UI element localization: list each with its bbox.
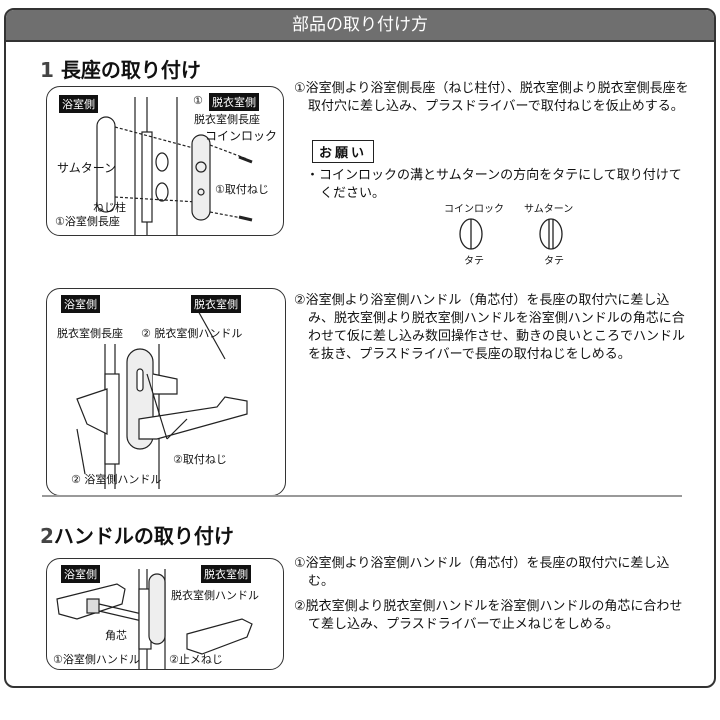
handle-illustration [76,308,248,489]
dressing-side-tag: 脱衣室側 [201,565,251,583]
dressing-handle-label: ② 脱衣室側ハンドル [141,327,243,340]
step-1-2-text: ②浴室側より浴室側ハンドル（角芯付）を長座の取付穴に差し込み、脱衣室側より脱衣室… [294,292,694,364]
handle-install-diagram: 浴室側 脱衣室側 脱衣室側ハンドル 角芯 ①浴室側ハンドル ②止メねじ [46,558,284,670]
dressing-side-tag: 脱衣室側 [191,295,241,313]
coin-lock-label: コインロック [205,129,278,143]
dressing-plate-label: 脱衣室側長座 [57,327,123,340]
panel-title: 部品の取り付け方 [6,10,714,42]
step-1-1-text: ①浴室側より浴室側長座（ねじ柱付）、脱衣室側より脱衣室側長座を取付穴に差し込み、… [294,80,694,116]
coin-lock-thumb-turn-icons [459,218,563,250]
section-divider [42,495,682,497]
thumb-turn-label: サムターン [57,161,117,175]
plate-illustration [96,97,253,235]
section-title: ハンドルの取り付け [53,524,234,548]
step-2-1-text: ①浴室側より浴室側ハンドル（角芯付）を長座の取付穴に差し込む。 [294,555,694,591]
step-2-2-text: ②脱衣室側より脱衣室側ハンドルを浴室側ハンドルの角芯に合わせて差し込み、プラスド… [294,598,694,634]
mounting-screw-label: ②取付ねじ [173,453,227,466]
dressing-plate-label: 脱衣室側長座 [194,113,260,126]
screw-post-label: ねじ柱 [93,201,126,214]
bath-handle-label: ② 浴室側ハンドル [71,473,162,486]
mounting-screw-label: ①取付ねじ [215,183,269,196]
plate-install-diagram: 浴室側 ① 脱衣室側 脱衣室側長座 コインロック サムターン ①取付ねじ ねじ柱… [46,86,284,236]
thumb-turn-direction: タテ [544,256,564,267]
section-number: 1 [40,58,54,82]
bath-plate-label: ①浴室側長座 [55,215,120,228]
bath-side-tag: 浴室側 [61,565,100,583]
step-text: ①浴室側より浴室側長座（ねじ柱付）、脱衣室側より脱衣室側長座を取付穴に差し込み、… [294,81,689,114]
request-label: お願い [312,140,375,163]
dressing-side-tag: 脱衣室側 [209,93,259,111]
step-text: ②浴室側より浴室側ハンドル（角芯付）を長座の取付穴に差し込み、脱衣室側より脱衣室… [294,293,686,362]
thumb-turn-caption: サムターン [524,204,574,215]
section-title: 長座の取り付け [60,58,201,82]
instruction-panel: 部品の取り付け方 1 長座の取り付け 浴室側 ① 脱衣室側 脱衣室側長座 コイン… [4,8,716,688]
step-text: ①浴室側より浴室側ハンドル（角芯付）を長座の取付穴に差し込む。 [294,556,670,589]
section-number: 2 [40,524,54,548]
handle-fit-diagram: 浴室側 脱衣室側 脱衣室側長座 ② 脱衣室側ハンドル ②取付ねじ ② 浴室側ハン… [46,288,286,496]
coin-lock-direction: タテ [464,256,484,267]
bath-side-tag: 浴室側 [59,95,98,113]
note-text: ・コインロックの溝とサムターンの方向をタテにして取り付けてください。 [306,168,682,201]
handle-install-illustration [56,569,253,669]
step-number: ① [193,94,203,107]
step-text: ②脱衣室側より脱衣室側ハンドルを浴室側ハンドルの角芯に合わせて差し込み、プラスド… [294,599,683,632]
coin-lock-caption: コインロック [444,204,504,215]
set-screw-label: ②止メねじ [169,653,223,666]
section-1-heading: 1 長座の取り付け [40,54,201,83]
bath-handle-label: ①浴室側ハンドル [53,653,140,666]
request-text: ・コインロックの溝とサムターンの方向をタテにして取り付けてください。 [306,167,686,203]
dressing-handle-label: 脱衣室側ハンドル [171,589,259,602]
section-2-heading: 2ハンドルの取り付け [40,520,234,549]
spindle-label: 角芯 [105,629,127,642]
bath-side-tag: 浴室側 [61,295,100,313]
